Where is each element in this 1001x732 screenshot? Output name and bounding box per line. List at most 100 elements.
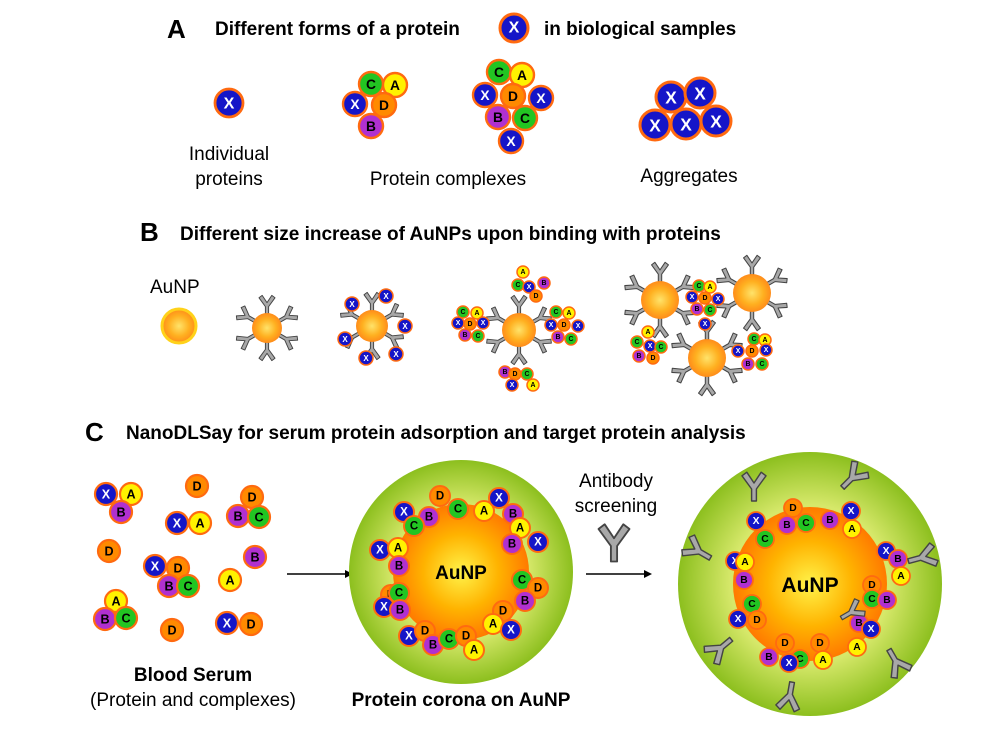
protein-label: A <box>480 506 488 518</box>
protein-label: C <box>748 599 756 610</box>
antibody <box>531 335 552 354</box>
protein-d: D <box>96 538 122 564</box>
protein-label: D <box>246 618 255 632</box>
protein-x: X <box>378 288 394 304</box>
protein-label: B <box>493 110 503 125</box>
protein-label: B <box>503 369 508 376</box>
bare-aunp <box>160 307 198 345</box>
protein-x: X <box>505 378 519 392</box>
antibody <box>741 471 767 502</box>
aunp <box>486 294 552 366</box>
protein-label: X <box>393 350 399 359</box>
aunp <box>235 294 299 362</box>
antibody <box>697 374 717 397</box>
protein-label: A <box>390 78 400 93</box>
aunp-core <box>502 313 536 347</box>
protein-c: C <box>403 515 425 537</box>
antibody <box>383 302 404 321</box>
protein-label: B <box>542 280 547 287</box>
antibody <box>716 299 739 319</box>
label-screening: screening <box>575 496 657 517</box>
protein-label: X <box>510 382 515 389</box>
protein-label: C <box>659 344 664 351</box>
protein-label: D <box>508 89 518 104</box>
protein-label: X <box>848 506 855 517</box>
protein-d: D <box>239 484 265 510</box>
protein-x: X <box>685 290 699 304</box>
protein-label: C <box>254 511 263 525</box>
protein-x: X <box>373 596 395 618</box>
protein-label: C <box>366 77 376 92</box>
protein-label: A <box>741 557 749 568</box>
protein-c: C <box>755 357 769 371</box>
protein-d: D <box>463 317 477 331</box>
protein-x: X <box>779 653 799 673</box>
protein-d: D <box>783 498 803 518</box>
protein-label: B <box>740 575 747 586</box>
protein-c: C <box>654 340 668 354</box>
protein-label: B <box>509 509 517 521</box>
protein-label: C <box>760 361 765 368</box>
protein-label: B <box>894 554 901 565</box>
protein-label: X <box>507 625 515 637</box>
protein-label: X <box>349 300 355 309</box>
protein-d: D <box>646 351 660 365</box>
protein-a: A <box>562 306 576 320</box>
antibody <box>624 274 647 294</box>
protein-d: D <box>527 577 549 599</box>
protein-label: X <box>735 614 742 625</box>
aunp-core <box>252 313 282 343</box>
protein-label: D <box>789 503 796 514</box>
protein-label: B <box>425 512 433 524</box>
protein-b: B <box>514 590 536 612</box>
protein-label: X <box>649 116 661 136</box>
protein-x: X <box>571 319 585 333</box>
protein-label: B <box>396 605 404 617</box>
protein-label: B <box>783 520 790 531</box>
protein-label: A <box>225 574 234 588</box>
protein-label: C <box>476 333 481 340</box>
panel-a-title-protein-x: X <box>498 12 530 44</box>
protein-d: D <box>165 555 191 581</box>
protein-label: D <box>534 293 539 300</box>
protein-c: C <box>796 513 816 533</box>
protein-d: D <box>747 610 767 630</box>
arrow-to-corona <box>287 570 353 578</box>
protein-d: D <box>508 367 522 381</box>
protein-label: B <box>429 640 437 652</box>
antibody <box>775 681 801 713</box>
protein-label: D <box>513 371 518 378</box>
panel-c-letter: C <box>85 417 104 447</box>
aunp <box>624 261 696 339</box>
protein-label: A <box>470 645 478 657</box>
protein-label: A <box>819 655 827 666</box>
antibody <box>277 332 299 351</box>
antibody <box>765 267 788 287</box>
protein-a: A <box>516 265 530 279</box>
protein-label: A <box>763 337 768 344</box>
protein-a: A <box>847 637 867 657</box>
protein-b: B <box>877 590 897 610</box>
protein-label: X <box>173 517 182 531</box>
protein-x: X <box>451 316 465 330</box>
protein-x: X <box>654 80 688 114</box>
protein-label: D <box>379 98 389 113</box>
protein-label: D <box>468 321 473 328</box>
protein-x: X <box>544 318 558 332</box>
protein-label: A <box>111 595 120 609</box>
antibody <box>886 647 913 679</box>
protein-label: X <box>710 112 722 132</box>
antibody <box>510 344 528 366</box>
protein-label: D <box>499 606 507 618</box>
antibody <box>258 340 276 362</box>
protein-label: X <box>536 91 546 106</box>
antibody <box>624 306 647 326</box>
protein-label: B <box>765 652 772 663</box>
protein-x: X <box>341 90 369 118</box>
protein-label: C <box>518 575 526 587</box>
protein-c: C <box>113 605 139 631</box>
